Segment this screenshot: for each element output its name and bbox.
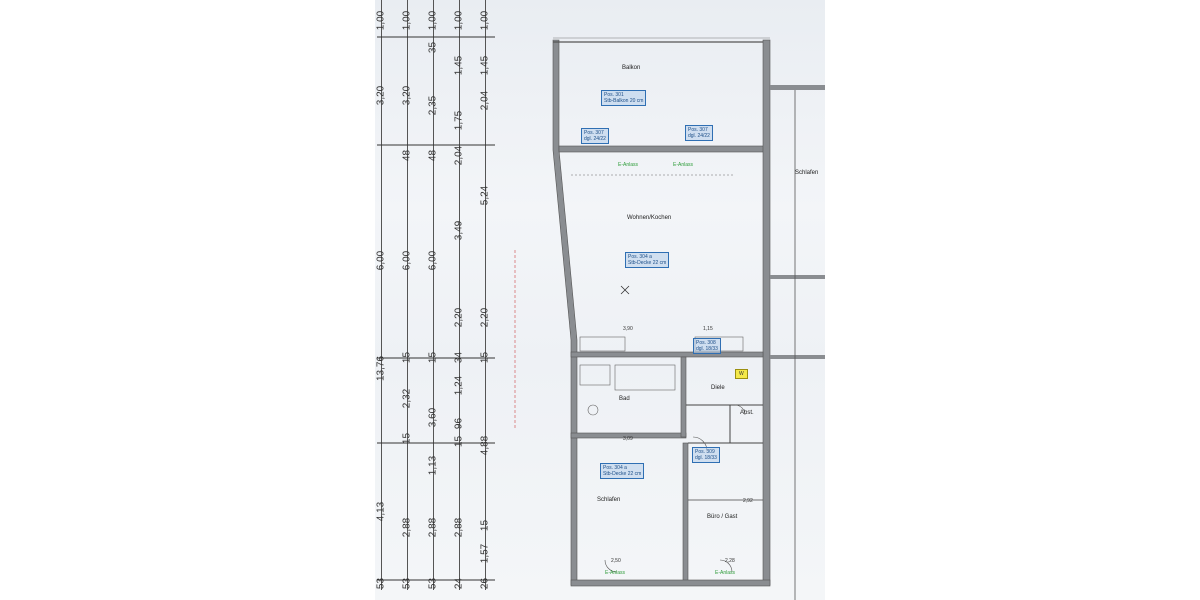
e-anlass-marker-2: E-Anlass xyxy=(673,162,694,168)
measure-5: 2,28 xyxy=(725,558,735,564)
measure-2: 1,15 xyxy=(703,326,713,332)
dimension-ticks xyxy=(377,36,495,581)
measure-4: 2,92 xyxy=(743,498,753,504)
outer-wall-left xyxy=(552,39,578,586)
balcony-wall xyxy=(558,145,770,153)
pos-307b-box: Pos. 307 dgl. 24/22 xyxy=(685,125,713,141)
pos-301-box: Pos. 301 Stb-Balkon 20 cm xyxy=(601,90,647,106)
pos-307a-box: Pos. 307 dgl. 24/22 xyxy=(581,128,609,144)
apartment-badge: W xyxy=(735,369,748,379)
dimension-line-5 xyxy=(485,0,486,590)
room-abst: Abst. xyxy=(740,410,754,416)
room-wohnen-kochen: Wohnen/Kochen xyxy=(627,215,672,221)
dimension-line-3 xyxy=(433,0,434,590)
room-bad: Bad xyxy=(619,396,630,402)
measure-3: 2,50 xyxy=(611,558,621,564)
measure-1: 3,90 xyxy=(623,326,633,332)
room-schlafen: Schlafen xyxy=(597,497,621,503)
e-anlass-marker-1: E-Anlass xyxy=(618,162,639,168)
room-balkon: Balkon xyxy=(622,65,641,71)
e-anlass-marker-4: E-Anlass xyxy=(715,570,736,576)
pos-304a-box: Pos. 304 a Stb-Decke 22 cm xyxy=(625,252,670,268)
pos-304b-box: Pos. 304 a Stb-Decke 22 cm xyxy=(600,463,645,479)
floor-plan-sheet: 1,00 3,20 6,00 13,76 4,13 53 1,00 3,20 4… xyxy=(375,0,825,600)
measure-6: 3,09 xyxy=(623,436,633,442)
floor-plan-walls xyxy=(377,36,825,600)
e-anlass-marker-3: E-Anlass xyxy=(605,570,626,576)
dimension-line-2 xyxy=(407,0,408,590)
door-arcs xyxy=(604,404,746,573)
dimension-line-1 xyxy=(381,0,382,590)
dimension-line-4 xyxy=(459,0,460,590)
room-buero-gast: Büro / Gast xyxy=(707,514,738,520)
outer-wall-right xyxy=(762,39,771,586)
pos-308-box: Pos. 308 dgl. 18/33 xyxy=(693,338,721,354)
room-schlafen-right: Schlafen xyxy=(795,170,819,176)
room-diele: Diele xyxy=(711,385,725,391)
pos-309-box: Pos. 309 dgl. 18/33 xyxy=(692,447,720,463)
